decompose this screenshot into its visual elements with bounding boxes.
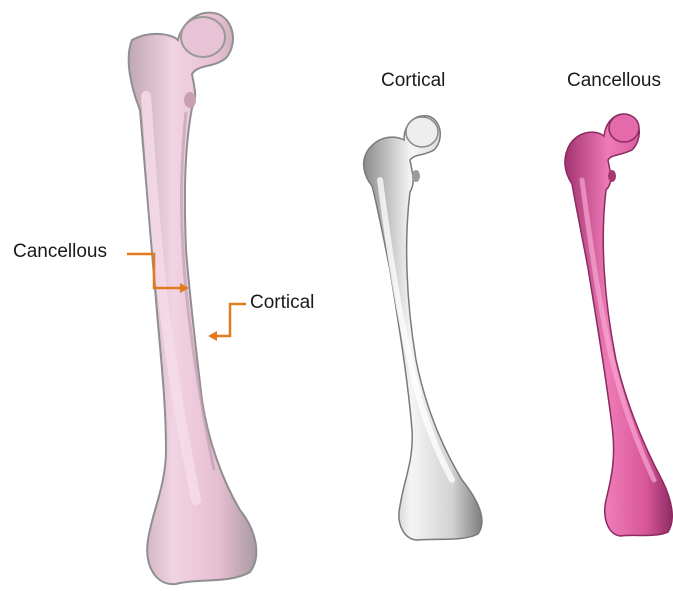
cortical-title: Cortical bbox=[381, 71, 445, 90]
femur-composite-icon bbox=[129, 13, 257, 585]
composite-cancellous-label: Cancellous bbox=[13, 242, 107, 261]
cortical-pointer-arrow bbox=[208, 304, 246, 341]
cancellous-title: Cancellous bbox=[567, 71, 661, 90]
composite-cortical-label: Cortical bbox=[250, 293, 314, 312]
femur-cortical-icon bbox=[364, 116, 482, 540]
femur-cancellous-icon bbox=[565, 114, 672, 536]
